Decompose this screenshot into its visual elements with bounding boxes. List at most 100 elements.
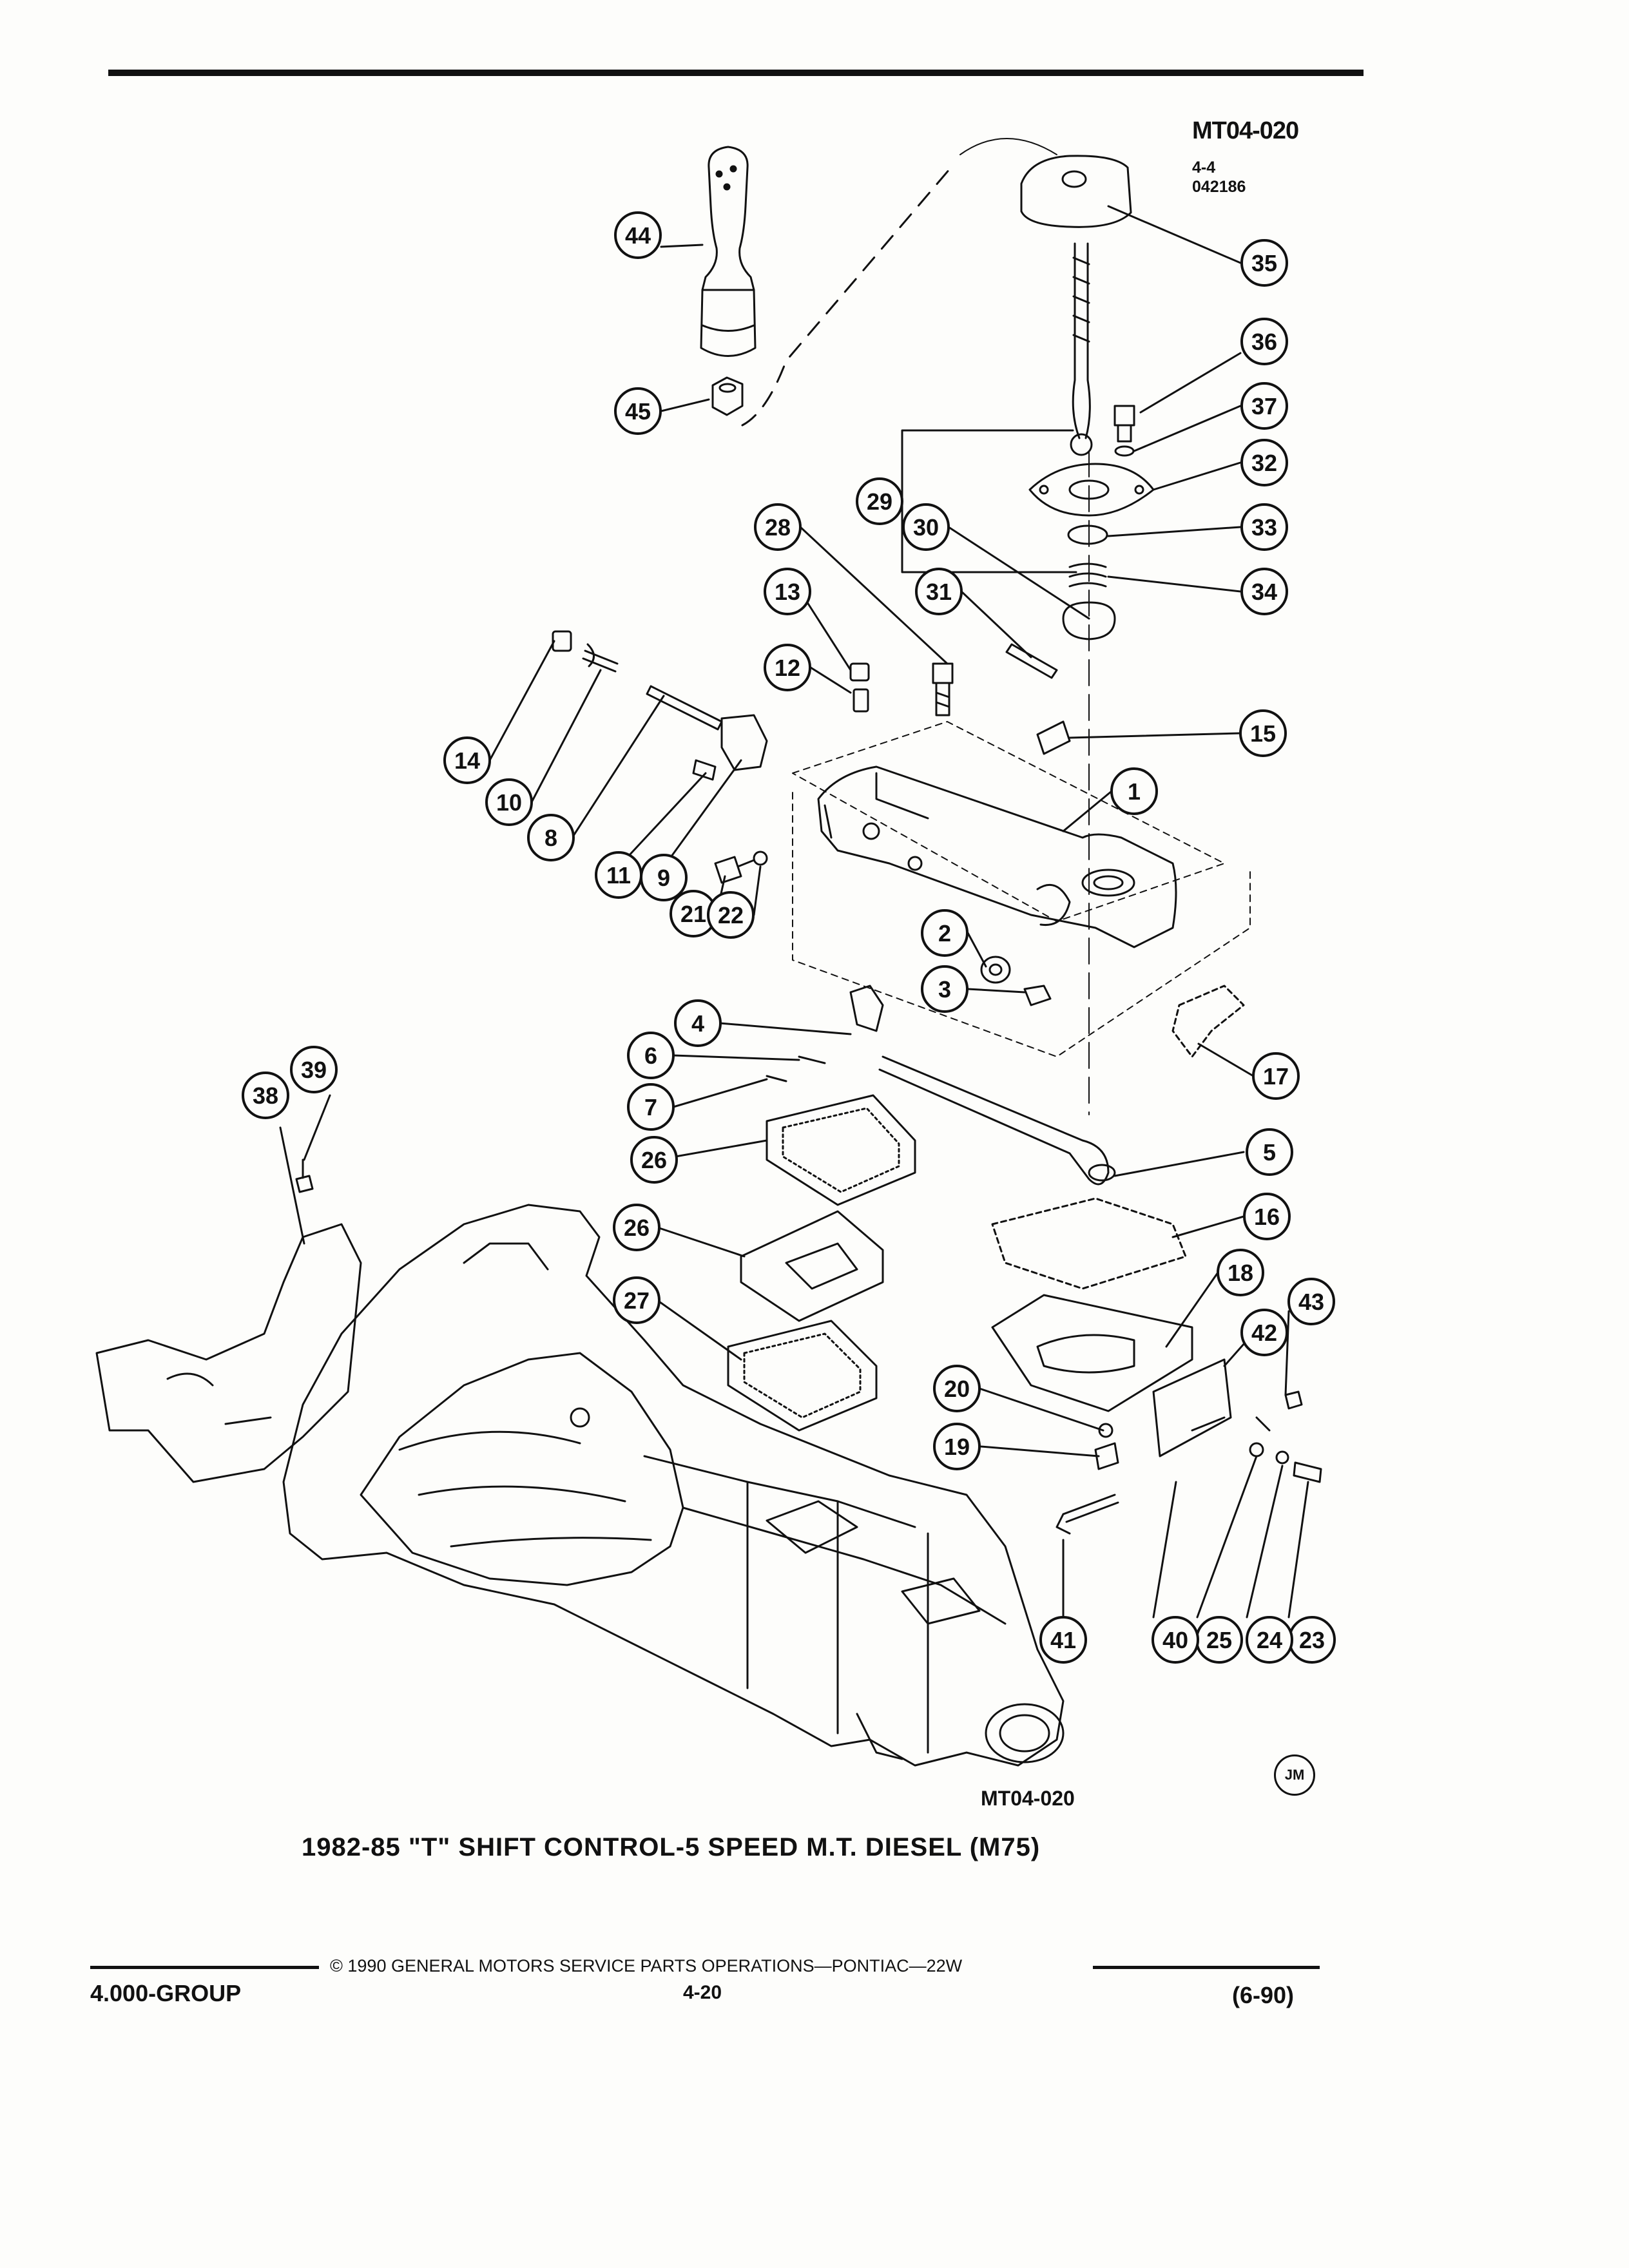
callout-37: 37 [1240, 382, 1288, 430]
callout-31: 31 [915, 568, 963, 615]
control-housing-part [792, 721, 1251, 1057]
callout-label: 18 [1228, 1260, 1253, 1286]
callout-42: 42 [1240, 1309, 1288, 1356]
callout-label: 6 [644, 1043, 657, 1069]
callout-label: 20 [944, 1376, 970, 1402]
callout-label: 21 [680, 901, 706, 927]
callout-9: 9 [640, 854, 688, 901]
transmission-case-part [282, 1204, 1065, 1767]
callout-12: 12 [764, 644, 811, 691]
callout-label: 29 [867, 488, 892, 515]
callout-label: 24 [1257, 1627, 1282, 1653]
callout-label: 26 [624, 1215, 650, 1241]
nut-part [711, 376, 744, 416]
callout-label: 16 [1254, 1204, 1280, 1230]
callout-19: 19 [933, 1423, 981, 1470]
callout-30: 30 [902, 503, 950, 551]
callout-39: 39 [290, 1046, 338, 1093]
callout-label: 4 [691, 1010, 704, 1037]
callout-label: 12 [775, 655, 800, 681]
page-number: 4-20 [683, 1982, 722, 2003]
reference-code: MT04-020 [1192, 117, 1299, 144]
callout-29: 29 [856, 477, 903, 525]
callout-label: 40 [1162, 1627, 1188, 1653]
callout-20: 20 [933, 1365, 981, 1412]
heat-shield-part [95, 1223, 362, 1483]
callout-label: 42 [1251, 1320, 1277, 1346]
callout-label: 41 [1050, 1627, 1076, 1653]
callout-34: 34 [1240, 568, 1288, 615]
callout-label: 26 [641, 1147, 667, 1173]
callout-26: 26 [630, 1136, 678, 1184]
boot-part [1020, 155, 1132, 228]
callout-label: 13 [775, 579, 800, 605]
callout-label: 3 [938, 976, 951, 1003]
callout-label: 11 [606, 862, 631, 889]
callout-label: 27 [624, 1287, 650, 1314]
callout-label: 45 [625, 398, 651, 425]
callout-label: 5 [1263, 1139, 1276, 1166]
callout-label: 25 [1206, 1627, 1232, 1653]
callout-22: 22 [707, 891, 755, 939]
callout-label: 17 [1263, 1063, 1289, 1090]
callout-label: 33 [1251, 514, 1277, 541]
callout-label: 28 [765, 514, 791, 541]
callout-32: 32 [1240, 439, 1288, 486]
callout-33: 33 [1240, 503, 1288, 551]
callout-label: 2 [938, 920, 951, 947]
callout-4: 4 [674, 999, 722, 1047]
callout-label: 36 [1251, 329, 1277, 355]
callout-label: 39 [301, 1057, 327, 1083]
callout-label: 9 [657, 865, 670, 891]
callout-label: 1 [1128, 778, 1141, 805]
footer-rule-right [1093, 1966, 1320, 1969]
top-rule [108, 70, 1364, 76]
callout-23: 23 [1288, 1616, 1336, 1664]
callout-label: 32 [1251, 450, 1277, 476]
callout-label: 19 [944, 1434, 970, 1460]
callout-13: 13 [764, 568, 811, 615]
figure-reference-code: MT04-020 [981, 1787, 1075, 1810]
callout-40: 40 [1152, 1616, 1199, 1664]
callout-27: 27 [613, 1276, 660, 1324]
callout-38: 38 [242, 1072, 289, 1119]
callout-8: 8 [527, 814, 575, 861]
callout-21: 21 [670, 890, 717, 937]
callout-label: 23 [1299, 1627, 1325, 1653]
copyright-text: © 1990 GENERAL MOTORS SERVICE PARTS OPER… [330, 1956, 963, 1975]
callout-label: 30 [913, 514, 939, 541]
callout-label: 10 [496, 789, 522, 816]
reference-subcode: 4-4 [1192, 159, 1216, 177]
callout-label: 38 [253, 1082, 278, 1109]
group-label: 4.000-GROUP [90, 1980, 242, 2006]
callout-11: 11 [595, 851, 642, 899]
callout-28: 28 [754, 503, 802, 551]
callout-44: 44 [614, 211, 662, 259]
callout-2: 2 [921, 909, 969, 957]
callout-45: 45 [614, 387, 662, 435]
callout-label: 35 [1251, 250, 1277, 276]
figure-title: 1982-85 "T" SHIFT CONTROL-5 SPEED M.T. D… [302, 1833, 1041, 1861]
callout-15: 15 [1239, 709, 1287, 757]
callout-16: 16 [1243, 1193, 1291, 1240]
callout-3: 3 [921, 965, 969, 1013]
shift-lever-part [1070, 242, 1093, 1115]
callout-25: 25 [1195, 1616, 1243, 1664]
callout-24: 24 [1246, 1616, 1293, 1664]
callout-label: 22 [718, 902, 744, 928]
callout-label: 31 [926, 579, 952, 605]
callout-1: 1 [1110, 767, 1158, 815]
callout-5: 5 [1246, 1128, 1293, 1176]
callout-41: 41 [1039, 1616, 1087, 1664]
footer-rule-left [90, 1966, 319, 1969]
callout-10: 10 [485, 778, 533, 826]
artist-badge: JM [1274, 1754, 1315, 1796]
callout-36: 36 [1240, 318, 1288, 365]
callout-17: 17 [1252, 1052, 1300, 1100]
callout-6: 6 [627, 1032, 675, 1079]
reference-date: 042186 [1192, 178, 1246, 196]
callout-label: 15 [1250, 720, 1276, 747]
callout-label: 8 [545, 825, 557, 851]
